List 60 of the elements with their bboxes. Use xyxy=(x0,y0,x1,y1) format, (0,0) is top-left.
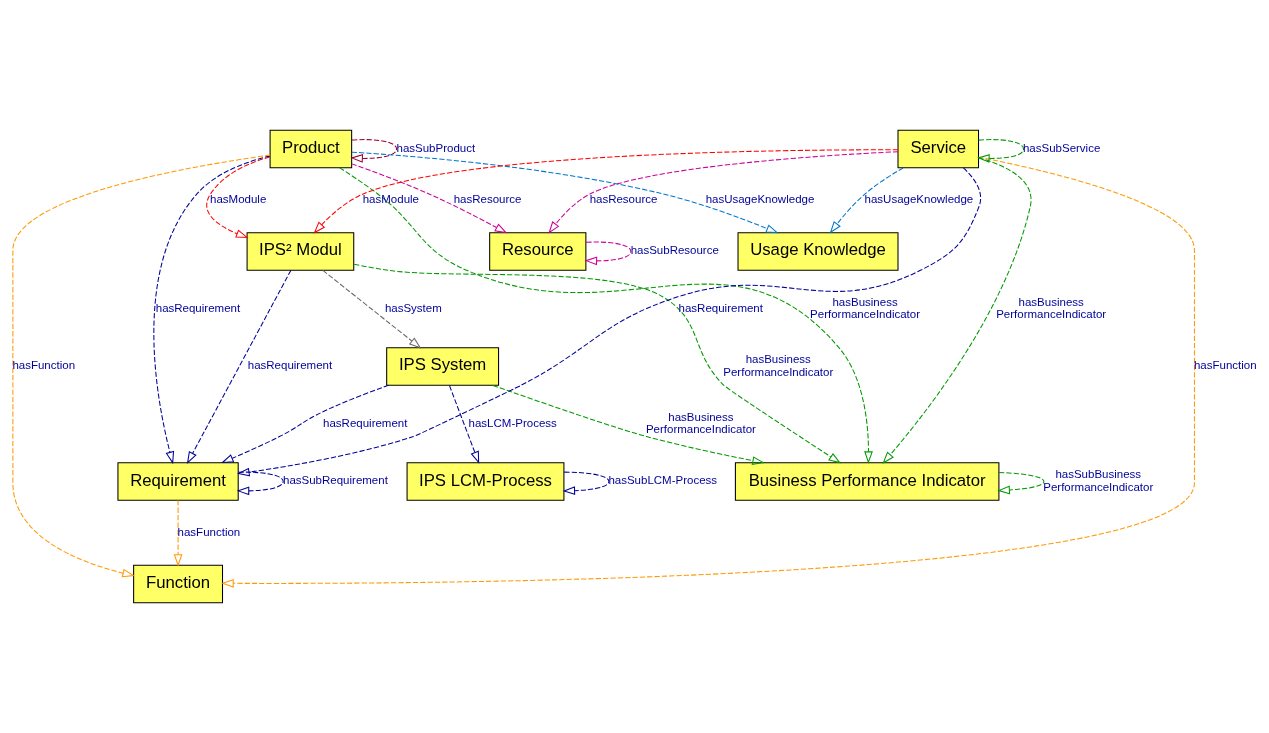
edge-label: hasSubProduct xyxy=(396,141,476,154)
edge-label: hasLCM-Process xyxy=(468,416,557,429)
edge-label: hasRequirement xyxy=(247,359,333,372)
node-box: Service xyxy=(897,129,980,169)
arrow xyxy=(221,156,1195,588)
node-box: IPS² Modul xyxy=(246,232,355,271)
node-box: Resource xyxy=(489,232,587,271)
edge-label: hasUsageKnowledge xyxy=(864,193,974,206)
arrow xyxy=(186,269,292,465)
arrow xyxy=(829,167,904,234)
edge-label: hasRequirement xyxy=(155,301,241,314)
arrow xyxy=(449,385,480,464)
edge-label: hasSubLCM-Process xyxy=(608,474,718,487)
node-box: Product xyxy=(269,129,353,169)
edge-label: hasFunction xyxy=(1193,359,1257,372)
edge-label: hasModule xyxy=(362,193,419,206)
node-box: Requirement xyxy=(117,462,239,501)
arrow xyxy=(236,471,284,496)
arrow xyxy=(322,269,422,349)
edge-label: hasSubResource xyxy=(630,244,719,257)
arrow xyxy=(12,154,271,578)
arrow xyxy=(206,156,271,238)
edge-label: hasSubService xyxy=(1022,141,1101,154)
node-box: Business Performance Indicator xyxy=(734,462,1000,501)
edge-label: hasRequirement xyxy=(323,416,408,429)
arrow xyxy=(882,157,1032,464)
arrow xyxy=(237,167,982,477)
arrow xyxy=(313,149,899,234)
arrow xyxy=(350,139,398,163)
edge-label: hasBusiness PerformanceIndicator xyxy=(996,295,1107,321)
arrow xyxy=(339,167,873,464)
edge-label: hasUsageKnowledge xyxy=(705,193,815,206)
node-box: IPS System xyxy=(386,347,500,386)
arrow xyxy=(584,241,632,266)
arrow xyxy=(351,163,508,234)
arrow xyxy=(351,151,779,234)
arrow xyxy=(492,384,765,465)
edge-label: hasBusiness PerformanceIndicator xyxy=(810,295,921,321)
arrow xyxy=(221,384,389,464)
edge-label: hasSystem xyxy=(384,301,442,314)
node-box: Usage Knowledge xyxy=(737,232,899,271)
edge-label: hasModule xyxy=(210,193,267,206)
arrow xyxy=(562,471,610,496)
edge-label: hasRequirement xyxy=(678,301,763,314)
arrow xyxy=(353,263,842,464)
edge-label: hasBusiness PerformanceIndicator xyxy=(645,410,756,436)
arrow xyxy=(153,155,271,465)
node-box: IPS LCM-Process xyxy=(406,462,565,501)
edge-label: hasBusiness PerformanceIndicator xyxy=(723,353,834,378)
arrow xyxy=(173,500,183,567)
edge-label: hasFunction xyxy=(177,525,241,538)
node-box: Function xyxy=(133,564,224,604)
edge-label: hasResource xyxy=(589,193,658,206)
arrow xyxy=(548,151,899,234)
arrow xyxy=(997,471,1045,495)
edge-label: hasFunction xyxy=(12,359,76,372)
edge-label: hasSubRequirement xyxy=(283,474,388,487)
edge-label: hasSubBusiness PerformanceIndicator xyxy=(1043,468,1154,493)
edge-label: hasResource xyxy=(453,193,522,206)
arrow xyxy=(977,139,1024,163)
